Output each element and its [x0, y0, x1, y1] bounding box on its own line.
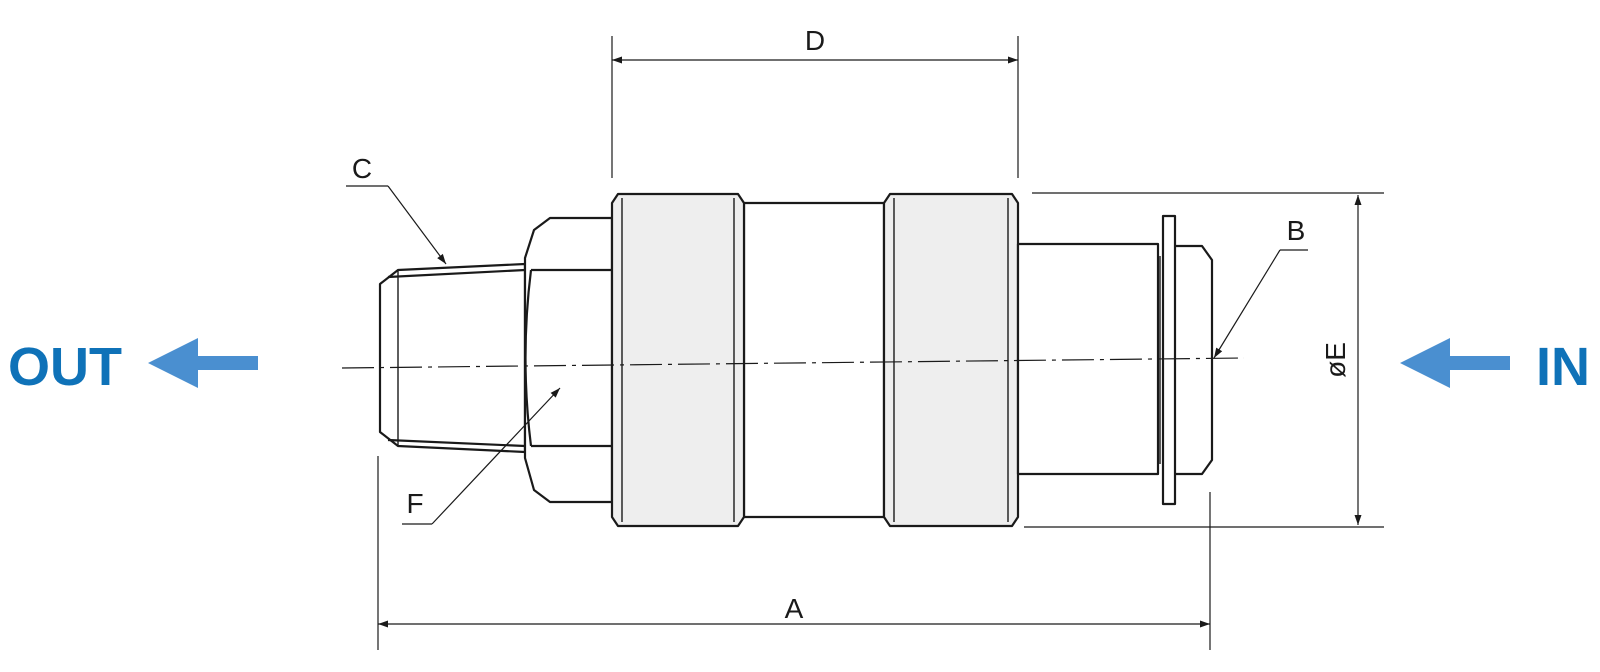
dimension-a [377, 456, 1211, 650]
fitting-body [378, 192, 1214, 528]
grip-band-right [882, 192, 1020, 528]
leader-b-arrow [1213, 249, 1281, 359]
label-f: F [406, 488, 423, 519]
center-line [341, 357, 1245, 369]
out-arrow-icon [148, 338, 258, 388]
dimension-d [611, 36, 1019, 178]
grip-band-left [610, 192, 746, 528]
in-label: IN [1536, 337, 1590, 397]
label-d: D [805, 25, 825, 56]
leader-b [1213, 249, 1308, 359]
label-b: B [1287, 215, 1306, 246]
thread-section [378, 262, 527, 454]
thread-inner-top [387, 268, 526, 279]
leader-f [402, 387, 561, 525]
hex-curve [524, 269, 533, 447]
leader-c-arrow [387, 185, 447, 265]
label-c: C [352, 153, 372, 184]
label-e: øE [1320, 342, 1351, 378]
thread-inner-bottom [387, 438, 526, 448]
out-label: OUT [8, 337, 122, 397]
hex-nut [523, 216, 614, 504]
label-a: A [785, 593, 804, 624]
leader-f-arrow [431, 387, 561, 525]
release-flange [1161, 214, 1177, 506]
center-body [742, 201, 886, 519]
dimension-e [1024, 192, 1384, 528]
leader-c [346, 185, 447, 265]
in-arrow-icon [1400, 338, 1510, 388]
release-collar [1168, 244, 1214, 476]
